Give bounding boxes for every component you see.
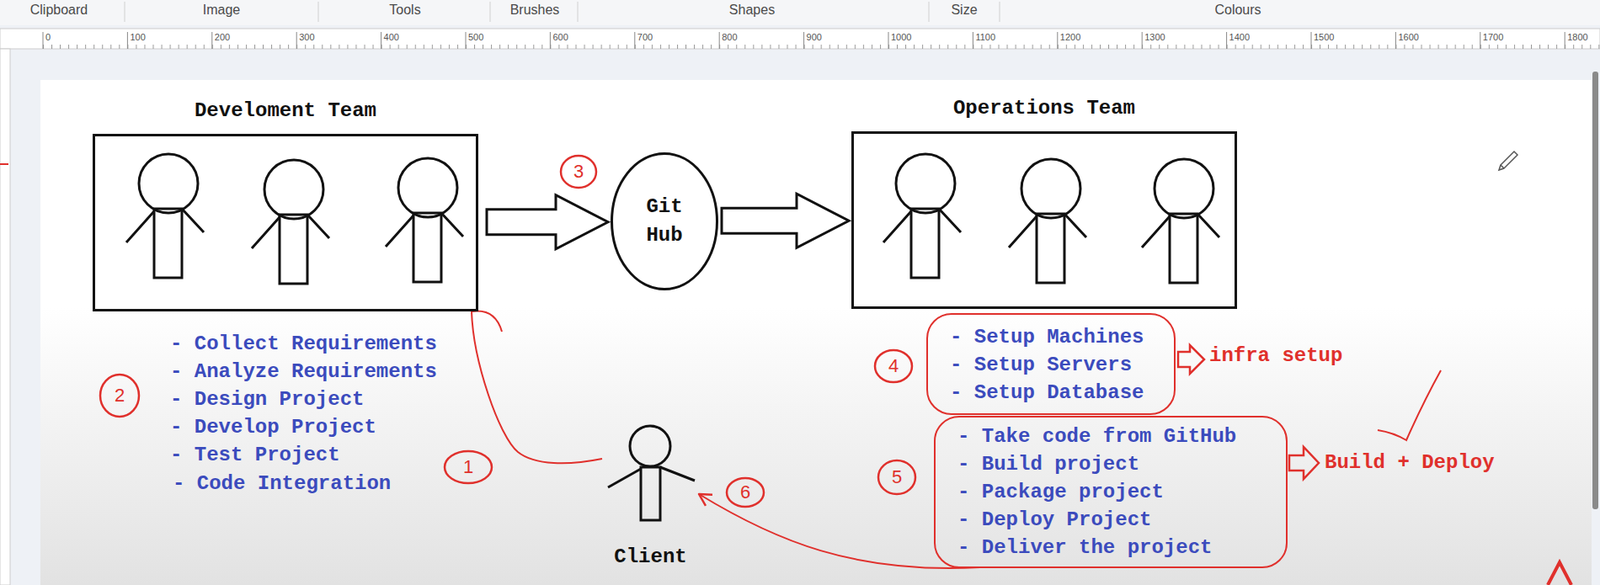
toolbar <box>0 0 1600 26</box>
toolbar-label: Colours <box>1214 1 1261 19</box>
flow-connector <box>721 193 849 248</box>
ruler-marker <box>0 163 9 166</box>
pencil-icon <box>1498 151 1518 171</box>
repo-ellipse: Git Hub <box>610 152 719 291</box>
curve-line <box>698 494 981 569</box>
flow-connector <box>698 494 981 569</box>
ruler-number: 800 <box>721 32 737 43</box>
developer-figure <box>385 158 464 283</box>
callout-number: 6 <box>740 482 751 503</box>
ruler <box>0 28 1600 49</box>
toolbar-label: Tools <box>389 1 421 19</box>
ruler-number: 1200 <box>1060 32 1081 43</box>
ruler-number: 1700 <box>1482 32 1504 43</box>
flow-connector <box>486 195 608 250</box>
block-arrow <box>486 195 608 250</box>
annotation: Build + Deploy <box>1324 451 1495 475</box>
client-name: Client <box>602 545 699 570</box>
task-item: - Package project <box>957 478 1164 507</box>
task-item: - Develop Project <box>170 413 377 442</box>
logo-mark <box>1547 562 1572 585</box>
task-item: - Collect Requirements <box>170 330 438 358</box>
checkmark <box>1377 370 1441 441</box>
task-item: - Take code from GitHub <box>957 422 1237 451</box>
ruler-number: 500 <box>468 32 484 43</box>
callout-number: 2 <box>114 385 125 406</box>
operator-figure <box>883 154 961 278</box>
vertical-ruler <box>0 48 11 585</box>
ruler-number: 1500 <box>1313 32 1334 43</box>
callout-number: 3 <box>573 161 584 182</box>
canvas <box>40 80 1592 585</box>
ruler-number: 200 <box>214 32 230 43</box>
task-item: - Deliver the project <box>957 533 1212 562</box>
ellipse-outline <box>610 152 719 291</box>
toolbar-label: Image <box>202 1 240 19</box>
task-item: - Setup Database <box>949 378 1144 407</box>
scrollbar <box>1592 71 1599 510</box>
arrow-head <box>698 494 713 507</box>
task-item: - Analyze Requirements <box>170 357 438 386</box>
ruler-number: 600 <box>552 32 568 43</box>
curve-line <box>471 311 603 464</box>
callout-number: 5 <box>891 467 902 488</box>
hollow-arrow <box>1289 447 1319 480</box>
ruler-number: 0 <box>45 32 51 43</box>
task-item: - Build project <box>957 450 1140 479</box>
ruler-number: 1000 <box>890 32 912 43</box>
team-heading: Develoment Team <box>194 99 377 123</box>
client-node: Client <box>602 421 699 577</box>
ruler-number: 300 <box>298 32 315 43</box>
ruler-number: 1400 <box>1229 32 1250 43</box>
ruler-number: 1600 <box>1397 32 1419 43</box>
repo-name: Git Hub <box>640 192 689 251</box>
task-item: - Setup Servers <box>949 351 1132 379</box>
task-item: - Design Project <box>170 385 364 414</box>
toolbar-label: Shapes <box>729 1 775 19</box>
team-box: Operations Team <box>851 131 1238 310</box>
task-item: - Code Integration <box>172 469 391 498</box>
ruler-ticks <box>42 28 1600 49</box>
toolbar-label: Brushes <box>510 1 560 19</box>
ruler-number: 1800 <box>1567 32 1588 43</box>
task-item: - Deploy Project <box>957 506 1152 534</box>
operator-figure <box>1141 159 1220 283</box>
toolbar-label: Clipboard <box>30 1 88 19</box>
developer-figure <box>126 154 204 278</box>
toolbar-separators <box>124 1 1000 22</box>
ellipse-shape <box>612 154 718 290</box>
team-heading: Operations Team <box>953 96 1136 121</box>
ruler-number: 1300 <box>1144 32 1165 43</box>
callout-circles <box>100 155 916 507</box>
ruler-number: 100 <box>129 32 145 43</box>
client-figure <box>608 426 695 521</box>
ruler-number: 400 <box>384 32 400 43</box>
task-group: - Take code from GitHub- Build project- … <box>933 416 1288 569</box>
operator-figure <box>1008 159 1087 283</box>
annotation: infra setup <box>1209 344 1343 368</box>
flow-connector <box>471 311 603 464</box>
callout-number: 1 <box>463 457 474 478</box>
team-box: Develoment Team <box>92 133 479 312</box>
callout-number: 4 <box>888 356 899 377</box>
ruler-number: 700 <box>637 32 653 43</box>
ruler-major-ticks <box>42 32 1565 49</box>
developer-figure <box>251 160 330 284</box>
task-item: - Setup Machines <box>949 323 1144 352</box>
ruler-number: 900 <box>806 32 822 43</box>
toolbar-label: Size <box>950 1 977 19</box>
hollow-arrow <box>1178 345 1205 374</box>
task-group: - Setup Machines- Setup Servers- Setup D… <box>926 313 1176 416</box>
task-item: - Test Project <box>170 441 341 470</box>
block-arrow <box>721 193 849 248</box>
ruler-number: 1100 <box>975 32 996 43</box>
